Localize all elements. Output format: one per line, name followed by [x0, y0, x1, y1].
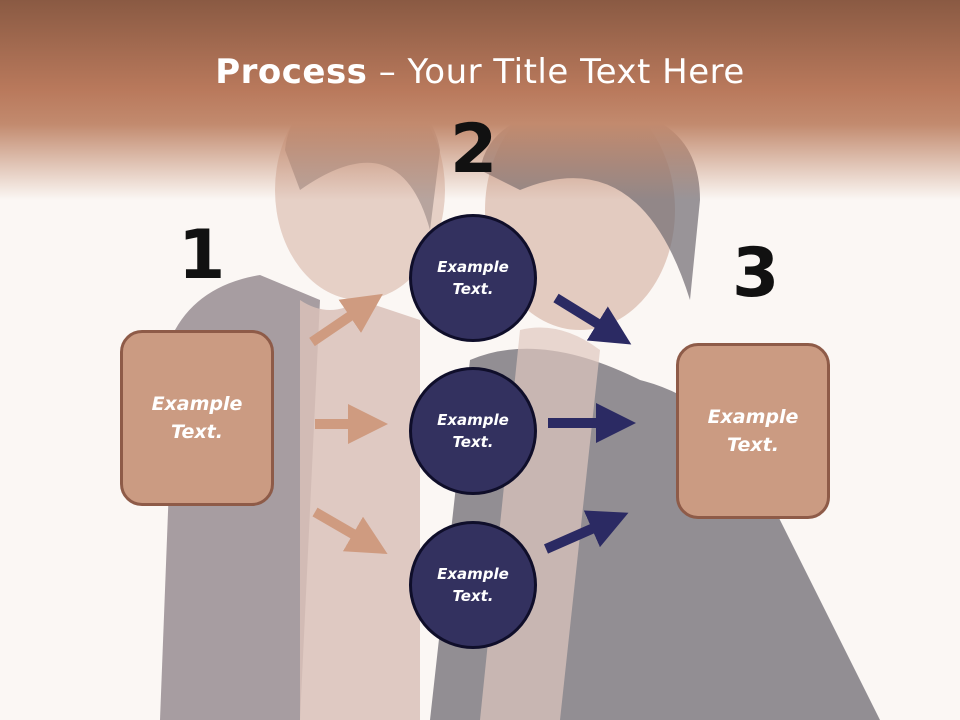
right-box-text: Example Text.: [708, 403, 799, 460]
process-circle-1: Example Text.: [409, 214, 537, 342]
left-box-line-1: Example: [151, 392, 243, 415]
left-process-box: Example Text.: [120, 330, 274, 506]
circle-1-line-2: Text.: [452, 280, 494, 298]
page-title: Process – Your Title Text Here: [0, 52, 960, 92]
circle-1-line-1: Example: [437, 257, 509, 276]
arrow-left-to-circle-1: [309, 293, 383, 347]
step-number-1: 1: [178, 216, 226, 295]
title-bold: Process: [215, 52, 368, 92]
left-box-line-2: Text.: [171, 421, 223, 443]
arrow-circle-1-to-right: [553, 293, 632, 345]
arrow-circle-3-to-right: [543, 510, 629, 554]
right-box-line-2: Text.: [727, 434, 779, 456]
process-circle-3: Example Text.: [409, 521, 537, 649]
circle-3-line-2: Text.: [452, 587, 494, 605]
step-number-2: 2: [450, 110, 498, 189]
title-rest: – Your Title Text Here: [367, 52, 745, 92]
step-number-3: 3: [732, 234, 780, 313]
process-circle-2: Example Text.: [409, 367, 537, 495]
arrow-left-to-circle-3: [312, 507, 388, 555]
left-box-text: Example Text.: [152, 390, 243, 447]
title-band: [0, 0, 960, 200]
right-box-line-1: Example: [707, 405, 799, 428]
circle-2-line-1: Example: [437, 410, 509, 429]
right-process-box: Example Text.: [676, 343, 830, 519]
circle-3-line-1: Example: [437, 564, 509, 583]
circle-2-line-2: Text.: [452, 433, 494, 451]
